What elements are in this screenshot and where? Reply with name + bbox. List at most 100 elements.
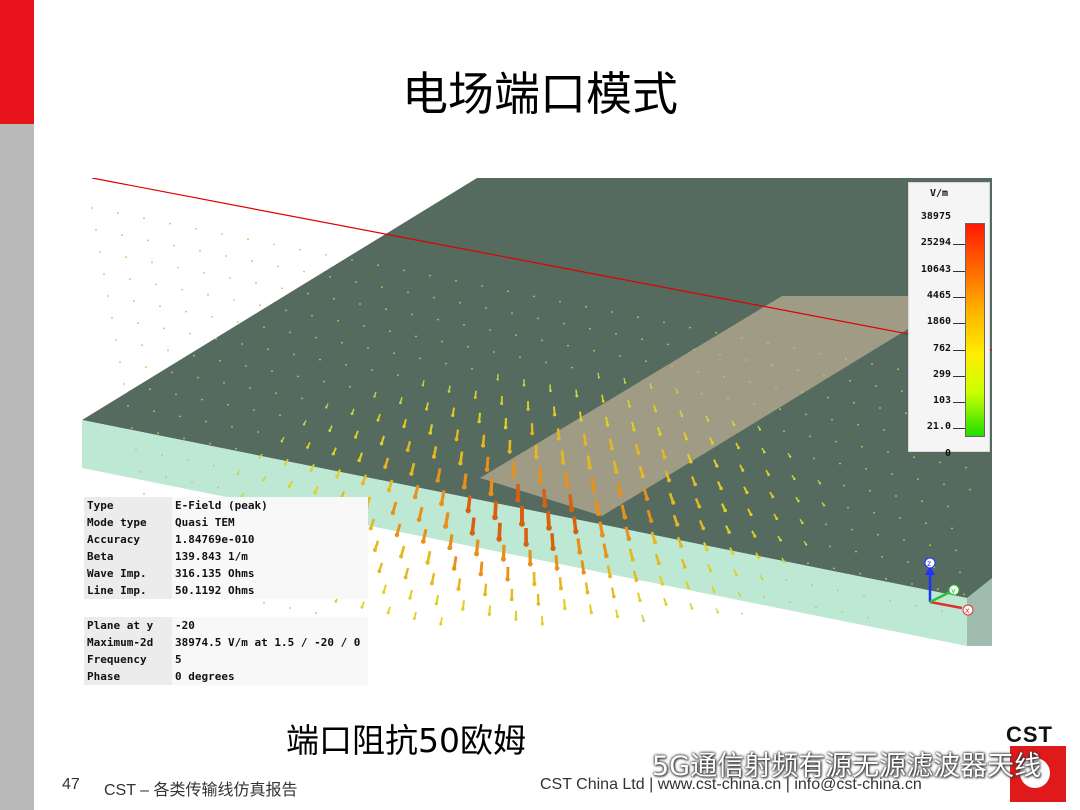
field-dot — [249, 387, 251, 389]
field-arrow-head — [585, 590, 590, 595]
info-key: Accuracy — [84, 531, 172, 548]
field-dot — [929, 544, 931, 547]
field-dot — [889, 599, 891, 602]
field-arrow-head — [302, 423, 306, 426]
field-dot — [801, 391, 803, 394]
field-dot — [91, 207, 93, 209]
field-dot — [913, 456, 915, 459]
field-arrow-head — [496, 536, 502, 542]
field-dot — [115, 339, 117, 341]
field-arrow-head — [309, 468, 313, 472]
field-arrow-head — [328, 429, 332, 433]
field-dot — [329, 275, 331, 278]
field-arrow-head — [481, 443, 486, 448]
info-value: 316.135 Ohms — [172, 565, 368, 582]
field-arrow-head — [461, 607, 465, 611]
field-arrow-head — [373, 395, 376, 398]
field-arrow-head — [822, 504, 826, 507]
info-value: 139.843 1/m — [172, 548, 368, 565]
field-dot — [293, 353, 295, 356]
field-dot — [165, 476, 167, 479]
field-dot — [837, 589, 839, 592]
field-arrow-head — [262, 478, 265, 482]
field-arrow-head — [757, 556, 761, 560]
field-dot — [159, 305, 161, 308]
field-arrow-head — [523, 541, 529, 547]
field-arrow-head — [587, 465, 592, 470]
info-key: Frequency — [84, 651, 172, 668]
field-dot — [793, 347, 795, 350]
field-arrow-head — [360, 481, 365, 486]
substrate-side — [967, 578, 992, 646]
field-dot — [719, 353, 721, 356]
info-key: Plane at y — [84, 617, 172, 634]
field-arrow-head — [684, 437, 689, 441]
field-dot — [873, 511, 875, 514]
field-dot — [875, 385, 877, 387]
reference-line — [91, 178, 992, 351]
field-dot — [123, 383, 125, 385]
field-arrow-head — [443, 523, 449, 529]
field-dot — [377, 264, 379, 267]
field-arrow-head — [628, 404, 631, 408]
field-arrow-head — [710, 441, 714, 445]
field-arrow-head — [372, 548, 377, 553]
field-arrow-head — [546, 525, 552, 531]
field-dot — [185, 310, 187, 313]
field-arrow-head — [581, 570, 586, 575]
field-dot — [727, 397, 729, 400]
field-arrow-head — [630, 557, 635, 562]
field-arrow-head — [536, 602, 541, 606]
field-arrow-head — [658, 432, 662, 436]
field-dot — [859, 572, 861, 575]
field-dot — [267, 348, 269, 351]
field-dot — [907, 561, 909, 563]
field-arrow-head — [488, 491, 494, 497]
field-dot — [925, 522, 927, 525]
field-arrow-head — [727, 530, 731, 534]
field-arrow-head — [390, 510, 396, 516]
field-arrow-head — [675, 522, 680, 527]
field-dot — [783, 430, 785, 433]
field-dot — [885, 577, 887, 580]
field-dot — [701, 392, 703, 395]
field-dot — [879, 407, 881, 409]
field-dot — [163, 327, 165, 330]
accent-bar-gray — [0, 124, 34, 810]
field-dot — [341, 341, 343, 344]
field-dot — [891, 473, 893, 475]
field-arrow-head — [386, 611, 390, 615]
field-dot — [537, 317, 539, 320]
field-arrow-head — [612, 594, 616, 599]
field-dot — [833, 567, 835, 570]
field-arrow-head — [469, 530, 475, 536]
field-dot — [371, 369, 373, 371]
field-dot — [111, 317, 113, 319]
field-dot — [767, 342, 769, 345]
field-dot — [271, 370, 273, 373]
field-arrow-head — [605, 423, 610, 427]
field-arrow-head — [626, 536, 632, 541]
field-dot — [839, 462, 841, 465]
field-arrow-head — [519, 520, 525, 527]
legend-tick — [953, 270, 965, 272]
field-arrow-head — [552, 413, 557, 417]
field-arrow-head — [522, 383, 526, 387]
field-dot — [221, 233, 223, 235]
field-arrow-head — [664, 602, 668, 606]
field-dot — [485, 307, 487, 309]
field-dot — [381, 286, 383, 289]
field-arrow-head — [644, 496, 650, 502]
field-dot — [393, 352, 395, 355]
field-arrow-head — [284, 462, 287, 466]
field-dot — [915, 605, 917, 607]
field-dot — [253, 409, 255, 411]
field-dot — [955, 549, 957, 552]
field-dot — [937, 588, 939, 591]
field-dot — [337, 319, 339, 322]
field-dot — [181, 288, 183, 291]
field-dot — [175, 393, 177, 396]
